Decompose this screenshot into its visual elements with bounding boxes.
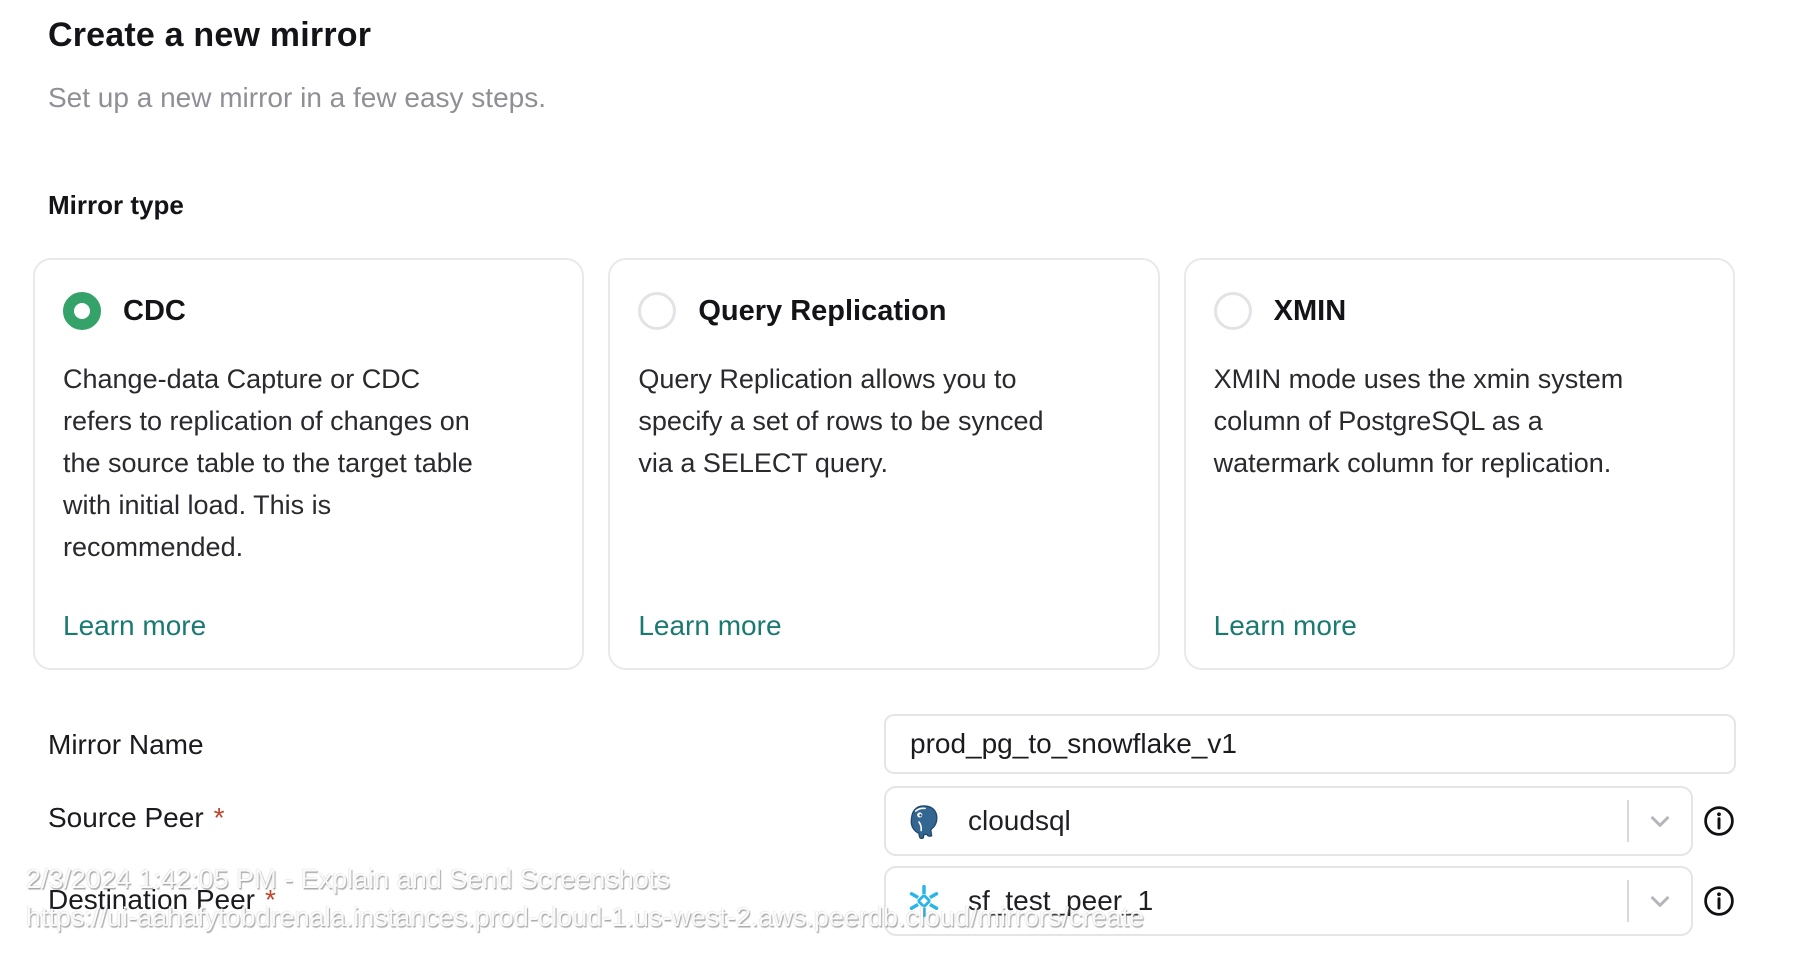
info-icon [1704, 806, 1734, 836]
page-subtitle: Set up a new mirror in a few easy steps. [48, 82, 546, 113]
card-description-cdc: Change-data Capture or CDC refers to rep… [63, 364, 473, 562]
source-peer-required-asterisk: * [213, 802, 225, 833]
learn-more-link-xmin[interactable]: Learn more [1213, 610, 1357, 641]
card-description-xmin: XMIN mode uses the xmin system column of… [1213, 364, 1624, 478]
learn-more-link-query-replication[interactable]: Learn more [638, 610, 782, 641]
destination-peer-label-text: Destination Peer [48, 884, 256, 915]
destination-peer-select-value: sf_test_peer_1 [886, 883, 1627, 919]
mirror-type-options: CDC Change-data Capture or CDC refers to… [33, 258, 1735, 670]
card-head-query-replication: Query Replication [638, 292, 1129, 330]
card-head-xmin: XMIN [1213, 292, 1705, 330]
radio-cdc-selected[interactable] [63, 292, 101, 330]
card-title-query-replication: Query Replication [698, 294, 947, 327]
mirror-name-input[interactable] [884, 714, 1736, 774]
learn-more-link-cdc[interactable]: Learn more [63, 610, 207, 641]
source-peer-value: cloudsql [968, 805, 1071, 836]
mirror-type-card-cdc[interactable]: CDC Change-data Capture or CDC refers to… [33, 258, 585, 670]
mirror-type-card-xmin[interactable]: XMIN XMIN mode uses the xmin system colu… [1183, 258, 1735, 670]
source-peer-label-text: Source Peer [48, 802, 204, 833]
select-divider [1627, 880, 1629, 922]
source-peer-select-value: cloudsql [886, 803, 1627, 839]
snowflake-icon [909, 884, 939, 918]
radio-xmin[interactable] [1213, 292, 1252, 330]
destination-peer-select[interactable]: sf_test_peer_1 [884, 866, 1693, 936]
destination-peer-label: Destination Peer * [48, 884, 276, 916]
destination-peer-dropdown-toggle[interactable] [1629, 886, 1691, 916]
destination-peer-info-button[interactable] [1702, 884, 1736, 918]
destination-peer-value: sf_test_peer_1 [968, 885, 1154, 916]
source-peer-label: Source Peer * [48, 802, 225, 834]
mirror-type-card-query-replication[interactable]: Query Replication Query Replication allo… [608, 258, 1160, 670]
source-peer-info-button[interactable] [1702, 804, 1736, 838]
radio-query-replication[interactable] [638, 292, 677, 330]
chevron-down-icon [1651, 816, 1669, 827]
source-peer-select[interactable]: cloudsql [884, 786, 1693, 856]
info-icon [1704, 886, 1734, 916]
select-divider [1627, 800, 1629, 842]
card-head-cdc: CDC [63, 292, 554, 330]
mirror-name-label: Mirror Name [48, 729, 204, 761]
card-title-xmin: XMIN [1273, 294, 1347, 327]
postgres-icon [910, 805, 938, 839]
mirror-name-label-text: Mirror Name [48, 729, 204, 760]
page-title: Create a new mirror [48, 16, 372, 54]
card-title-cdc: CDC [123, 294, 186, 327]
chevron-down-icon [1651, 896, 1669, 907]
mirror-type-heading: Mirror type [48, 190, 184, 220]
destination-peer-required-asterisk: * [265, 884, 276, 915]
card-description-query-replication: Query Replication allows you to specify … [638, 364, 1044, 478]
source-peer-dropdown-toggle[interactable] [1629, 806, 1691, 836]
